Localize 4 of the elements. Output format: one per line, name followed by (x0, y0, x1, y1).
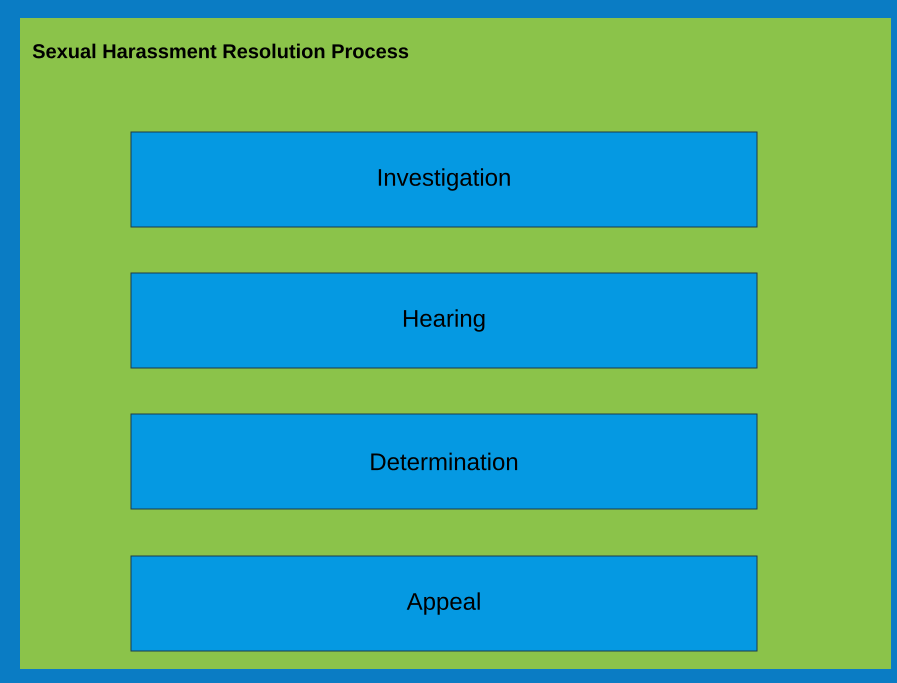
process-box: Determination (130, 414, 758, 510)
process-box: Hearing (130, 272, 758, 368)
process-box: Appeal (130, 556, 758, 652)
process-box: Investigation (130, 132, 758, 228)
